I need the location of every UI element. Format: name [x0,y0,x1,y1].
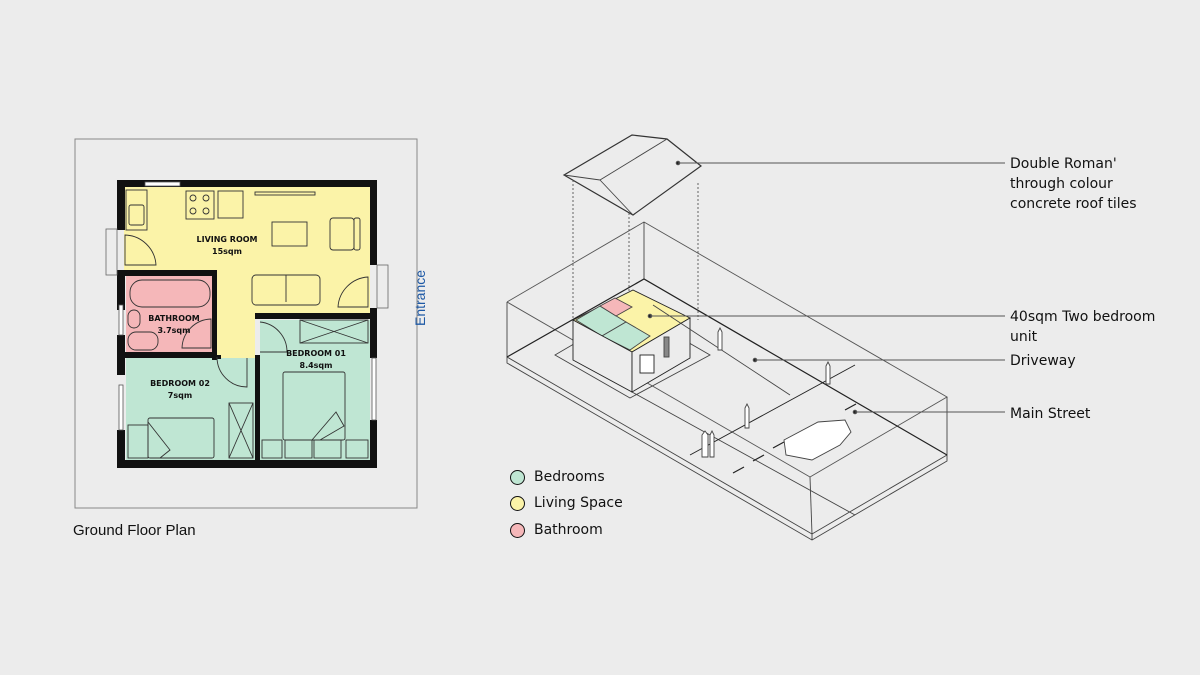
room-name: BEDROOM 01 [286,349,346,358]
callout-line: Driveway [1010,353,1076,369]
room-name: BEDROOM 02 [150,379,210,388]
walls [117,180,377,468]
callout-driveway: Driveway [1010,351,1076,371]
hallway-fill [215,274,255,358]
legend-label: Bedrooms [534,469,605,485]
legend-label: Living Space [534,495,623,511]
room-area: 8.4sqm [299,361,333,370]
room-area: 7sqm [167,391,193,400]
callout-line: through colour [1010,176,1113,192]
room-area: 3.7sqm [157,326,191,335]
bathroom-swatch-icon [510,522,525,538]
callout-line: Main Street [1010,406,1091,422]
bathroom-fill [126,276,212,352]
living-room-fill [124,187,370,274]
room-label-bathroom: BATHROOM 3.7sqm [148,313,200,337]
callout-main-street: Main Street [1010,404,1090,424]
legend-label: Bathroom [534,522,603,538]
callout-line: concrete roof tiles [1010,196,1137,212]
roof [562,134,702,216]
room-label-bedroom-01: BEDROOM 01 8.4sqm [286,348,346,372]
callout-line: Double Roman' [1010,156,1117,172]
callout-roof-tiles: Double Roman' through colour concrete ro… [1010,154,1137,214]
room-name: BATHROOM [148,314,200,323]
legend-item-living-space: Living Space [510,495,623,511]
callout-leaders [647,160,1005,415]
room-area: 15sqm [212,247,242,256]
floor-plan-caption: Ground Floor Plan [73,522,196,539]
room-name: LIVING ROOM [196,235,258,244]
room-label-bedroom-02: BEDROOM 02 7sqm [150,378,210,402]
room-label-living-room: LIVING ROOM 15sqm [196,234,257,258]
callout-line: unit [1010,329,1038,345]
living-swatch-icon [510,495,525,511]
site-boundary [74,138,418,509]
callout-unit: 40sqm Two bedroom unit [1010,307,1155,347]
callout-line: 40sqm Two bedroom [1010,309,1156,325]
legend-item-bathroom: Bathroom [510,522,603,538]
bedroom-swatch-icon [510,469,525,485]
legend-item-bedrooms: Bedrooms [510,469,605,485]
